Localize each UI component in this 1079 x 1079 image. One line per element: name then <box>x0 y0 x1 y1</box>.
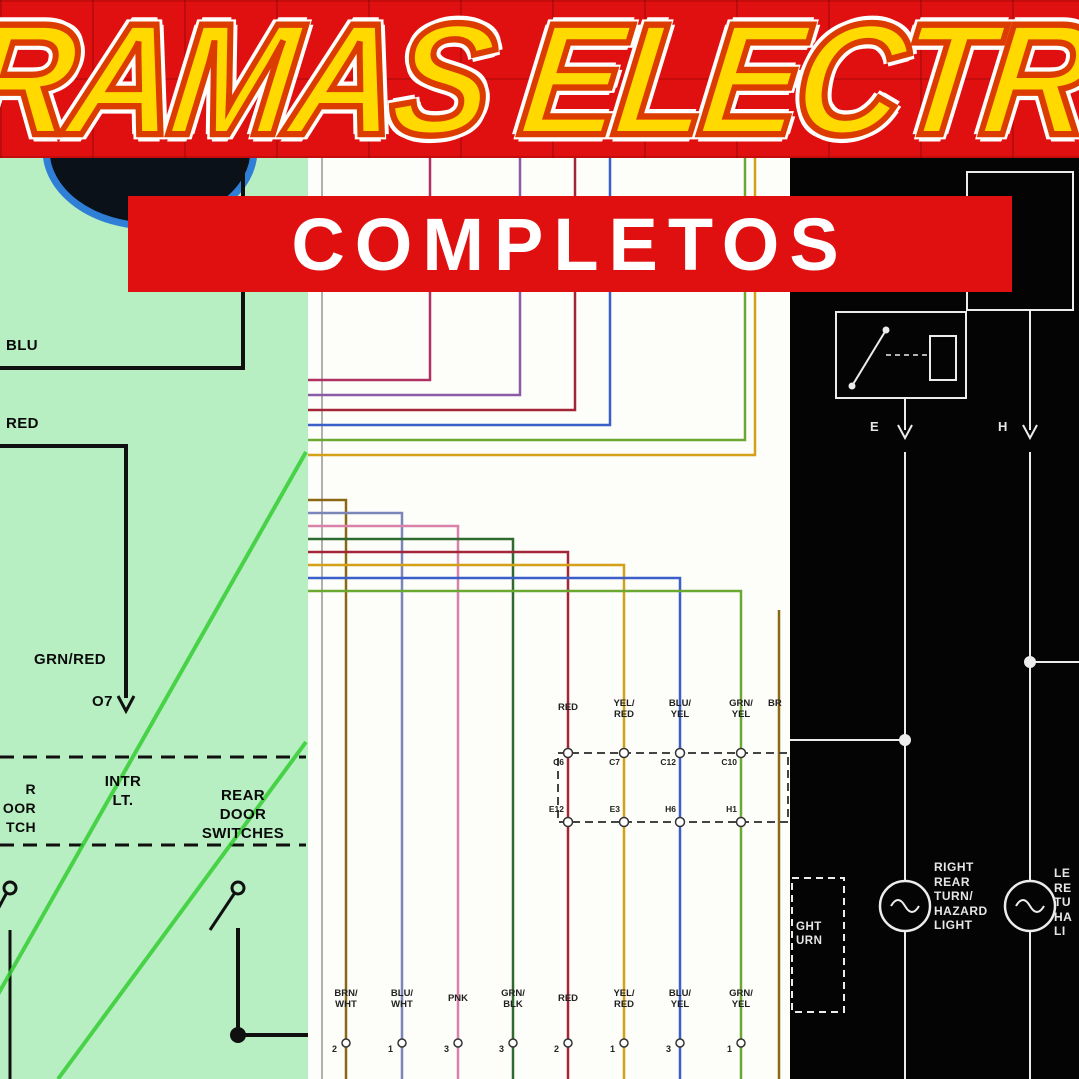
wire-label-blu: BLU <box>6 337 39 354</box>
subtitle-banner: COMPLETOS <box>128 196 1012 292</box>
wire-label-upper-blu-yel: BLU/ YEL <box>668 698 692 720</box>
green-diagonal-1 <box>0 451 308 995</box>
wire-label-upper-grn-yel: GRN/ YEL <box>729 698 753 720</box>
wire-label-upper-cut: BR <box>768 698 782 709</box>
relay-coil <box>929 335 957 381</box>
relay-terminal-h-label: H <box>998 419 1008 434</box>
wire-label-lower-grn-yel: GRN/ YEL <box>729 988 753 1010</box>
relay-terminal-e-label: E <box>870 419 880 434</box>
left-rear-turn-lamp-cut-label: LE RE TU HA LI <box>1054 866 1073 938</box>
front-turn-dashed-box <box>791 877 845 1013</box>
front-turn-cut-label: GHT URN <box>796 921 823 947</box>
pin-label-e12: E12 <box>548 804 564 814</box>
wire-label-lower-red: RED <box>557 993 579 1004</box>
pin-label-e3: E3 <box>609 804 620 814</box>
terminal-number: 3 <box>499 1044 505 1054</box>
pin-label-h1: H1 <box>726 804 737 814</box>
wire-label-red: RED <box>6 415 39 432</box>
rear-door-switches-label: REAR DOOR SWITCHES <box>201 787 285 842</box>
relay-box <box>835 311 967 399</box>
terminal-number: 2 <box>332 1044 338 1054</box>
wire-label-grn-red: GRN/RED <box>34 651 106 668</box>
wire-label-upper-red: RED <box>557 702 579 713</box>
wire-label-upper-yel-red: YEL/ RED <box>613 698 635 720</box>
pin-label-c10: C10 <box>721 757 737 767</box>
terminal-number: 1 <box>727 1044 733 1054</box>
pin-label-h6: H6 <box>665 804 676 814</box>
pin-label-c12: C12 <box>660 757 676 767</box>
terminal-number: 1 <box>610 1044 616 1054</box>
wire-label-lower-brn-wht: BRN/ WHT <box>334 988 358 1010</box>
wire-label-lower-blu-wht: BLU/ WHT <box>390 988 414 1010</box>
intr-lt-label: INTR LT. <box>104 773 142 809</box>
wire-label-lower-pnk: PNK <box>447 993 469 1004</box>
wire-label-lower-yel-red: YEL/ RED <box>613 988 635 1010</box>
terminal-number: 1 <box>388 1044 394 1054</box>
title-text: GRAMAS ELECTRIC <box>0 0 1079 158</box>
terminal-number: 3 <box>444 1044 450 1054</box>
right-rear-turn-lamp-label: RIGHT REAR TURN/ HAZARD LIGHT <box>934 860 988 932</box>
wire-label-lower-grn-blk: GRN/ BLK <box>501 988 525 1010</box>
connector-label-o7: O7 <box>92 693 113 710</box>
subtitle-text: COMPLETOS <box>291 202 849 286</box>
terminal-number: 2 <box>554 1044 560 1054</box>
terminal-number: 3 <box>666 1044 672 1054</box>
door-switch-cut-label: R OOR TCH <box>2 781 36 835</box>
green-diagonal-2 <box>56 740 308 1079</box>
pin-label-c7: C7 <box>609 757 620 767</box>
wire-label-lower-blu-yel: BLU/ YEL <box>668 988 692 1010</box>
title-banner: GRAMAS ELECTRIC <box>0 0 1079 158</box>
pin-label-c6: C6 <box>553 757 564 767</box>
right-panel-lines <box>790 171 1079 1079</box>
